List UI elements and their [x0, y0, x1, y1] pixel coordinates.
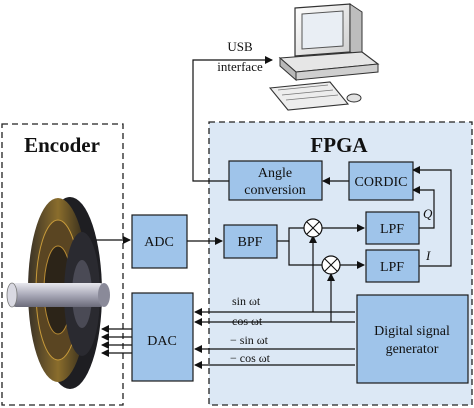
angle-line2: conversion [244, 183, 305, 198]
digital-signal-generator-block: Digital signal generator [356, 294, 469, 384]
lpf-i-block: LPF [365, 249, 420, 283]
dsg-line1: Digital signal [374, 324, 450, 339]
fpga-title: FPGA [310, 133, 368, 157]
dac-label: DAC [147, 334, 177, 349]
q-label: Q [423, 206, 433, 221]
dsg-line2: generator [386, 342, 439, 357]
usb-label: USB [227, 39, 253, 54]
encoder-disk-icon [6, 197, 110, 389]
i-label: I [425, 248, 431, 263]
cordic-label: CORDIC [355, 175, 408, 190]
sin-label: sin ωt [232, 294, 261, 308]
angle-line1: Angle [258, 166, 292, 181]
bpf-label: BPF [238, 235, 263, 250]
lpf-q-block: LPF [365, 211, 420, 245]
cos-label: cos ωt [232, 314, 263, 328]
lpf-q-label: LPF [380, 222, 404, 237]
encoder-title: Encoder [24, 133, 100, 157]
computer-icon [268, 3, 380, 111]
wires [96, 56, 452, 369]
adc-block: ADC [131, 214, 188, 269]
multiplier-icon [303, 218, 323, 238]
angle-conversion-block: Angle conversion [228, 160, 323, 201]
lpf-i-label: LPF [380, 260, 404, 275]
neg-sin-label: − sin ωt [230, 333, 269, 347]
adc-label: ADC [144, 235, 174, 250]
bpf-block: BPF [223, 224, 278, 259]
multiplier-icon [321, 255, 341, 275]
cordic-block: CORDIC [348, 161, 414, 201]
interface-label: interface [217, 59, 263, 74]
neg-cos-label: − cos ωt [230, 351, 271, 365]
dac-block: DAC [131, 292, 194, 382]
